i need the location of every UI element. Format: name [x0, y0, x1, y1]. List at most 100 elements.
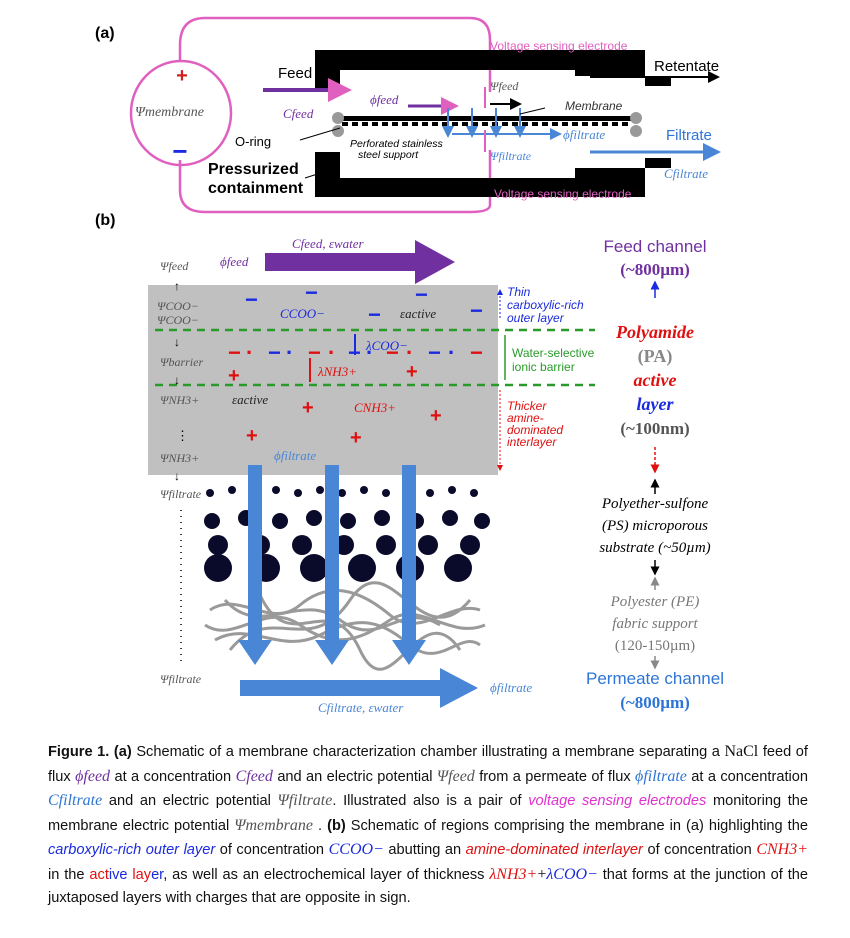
psi-filtrate-b-1: Ψfiltrate: [160, 487, 202, 501]
psi-feed-label: Ψfeed: [490, 79, 519, 93]
minus-sign: −: [172, 136, 187, 166]
psi-coo-1: ΨCOO−: [157, 299, 199, 313]
support-label-1: Perforated stainless: [350, 138, 444, 150]
pa-size: (~100nm): [620, 419, 689, 438]
oring-right-2: [630, 125, 642, 137]
vse-top-label: Voltage sensing electrode: [490, 39, 628, 53]
membrane-strip: [342, 116, 632, 121]
svg-text:+: +: [246, 425, 258, 447]
ps-label-3: substrate (~50µm): [599, 540, 710, 556]
oring-label: O-ring: [235, 134, 271, 149]
panel-b-label: (b): [95, 212, 115, 229]
caption-c-coo: CCOO−: [328, 841, 384, 858]
thin-label-3: outer layer: [507, 311, 565, 325]
oring-left-2: [332, 125, 344, 137]
caption-act: act: [89, 866, 109, 883]
psi-barrier: Ψbarrier: [160, 355, 203, 369]
arrow-up-1: ↑: [174, 279, 180, 293]
caption-ive: ive: [108, 866, 128, 883]
caption-text: at a concentration: [691, 768, 808, 785]
retentate-label: Retentate: [654, 58, 719, 75]
caption-label: Figure 1. (a): [48, 744, 132, 760]
caption-text: Schematic of regions comprising the memb…: [350, 817, 808, 834]
permeate-flux-arrow: [240, 668, 478, 708]
phi-feed-label: ϕfeed: [370, 92, 399, 107]
caption-er: er: [151, 866, 164, 883]
lambda-nh3-label: λNH3+: [317, 364, 357, 379]
caption-text: and an electric potential: [277, 768, 433, 785]
thin-label-1: Thin: [507, 285, 531, 299]
pe-fabric-support: [204, 581, 486, 671]
pe-label-2: fabric support: [612, 616, 698, 632]
caption-plus: +: [537, 865, 547, 883]
svg-text:·: ·: [286, 340, 293, 365]
pe-label-1: Polyester (PE): [610, 594, 700, 610]
caption-nacl: NaCl: [724, 743, 759, 760]
thick-label-4: interlayer: [507, 435, 557, 449]
voltmeter-wiring: [129, 16, 492, 214]
caption-psi-filtrate: Ψfiltrate: [277, 792, 333, 809]
permeate-channel-size: (~800µm): [620, 693, 690, 712]
svg-text:−: −: [470, 298, 483, 323]
layer-legend: Feed channel (~800µm) Polyamide (PA) act…: [586, 237, 724, 712]
phi-filtrate-b-label: ϕfiltrate: [274, 448, 316, 463]
svg-text:−: −: [308, 340, 321, 365]
ps-label-1: Polyether-sulfone: [601, 496, 709, 512]
feed-flux-arrow: [265, 240, 455, 284]
svg-text:·: ·: [366, 340, 373, 365]
filtrate-label: Filtrate: [666, 127, 712, 144]
membrane-label: Membrane: [565, 99, 623, 113]
caption-text: that forms at the junction of the juxtap…: [48, 866, 809, 907]
svg-text:−: −: [415, 282, 428, 307]
c-filtrate-label: Cfiltrate: [664, 166, 708, 181]
caption-carboxylic: carboxylic-rich outer layer: [48, 842, 216, 858]
caption-c-filtrate: Cfiltrate: [48, 792, 103, 809]
svg-text:+: +: [228, 365, 240, 387]
containment-pointer: [304, 169, 331, 179]
caption-text: in the: [48, 866, 85, 883]
panel-a-label: (a): [95, 25, 115, 42]
caption-lambda-nh3: λNH3+: [489, 865, 538, 883]
caption-text: .: [318, 817, 323, 834]
c-feed-eps-label: Cfeed, εwater: [292, 236, 364, 251]
caption-lay: lay: [132, 866, 152, 883]
pa-polyamide: Polyamide: [615, 322, 694, 342]
caption-text: and an electric potential: [108, 793, 271, 809]
psi-membrane-label: Ψmembrane: [135, 105, 204, 120]
thick-label-3: dominated: [507, 423, 563, 437]
caption-text: . Illustrated also is a pair of: [332, 793, 522, 809]
eps-active-bottom: εactive: [232, 392, 268, 407]
pressurized-label-1: Pressurized: [208, 161, 299, 178]
pressurized-label-2: containment: [208, 180, 304, 197]
svg-text:·: ·: [406, 340, 413, 365]
svg-text:+: +: [406, 361, 418, 383]
feed-label: Feed: [278, 65, 312, 82]
caption-vse: voltage sensing electrodes: [528, 793, 707, 809]
thin-label-2: carboxylic-rich: [507, 298, 584, 312]
thick-label-2: amine-: [507, 411, 544, 425]
caption-phi-feed: ϕfeed: [75, 767, 111, 785]
caption-amine: amine-dominated interlayer: [465, 842, 643, 858]
c-nh3-label: CNH3+: [354, 400, 396, 415]
pressurized-containment: [315, 50, 671, 197]
svg-text:−: −: [368, 302, 381, 327]
phi-filtrate-label: ϕfiltrate: [563, 127, 605, 142]
ps-label-2: (PS) microporous: [602, 518, 708, 534]
feed-channel-size: (~800µm): [620, 260, 690, 279]
feed-channel-label: Feed channel: [603, 237, 706, 256]
lambda-coo-label: λCOO−: [365, 338, 408, 353]
svg-text:−: −: [470, 340, 483, 365]
psi-coo-2: ΨCOO−: [157, 313, 199, 327]
caption-label-b: (b): [327, 817, 346, 834]
membrane-pointer: [519, 107, 546, 115]
caption-text: monitoring the membrane electric potenti…: [48, 793, 809, 834]
caption-c-feed: Cfeed: [235, 767, 273, 785]
svg-text:−: −: [428, 340, 441, 365]
psi-filtrate-b-2: Ψfiltrate: [160, 672, 202, 686]
c-coo-label: CCOO−: [280, 306, 325, 321]
oring-pointer: [299, 127, 341, 141]
c-feed-label: Cfeed: [283, 106, 314, 121]
svg-text:−: −: [305, 280, 318, 305]
svg-text:−: −: [268, 340, 281, 365]
support-label-2: steel support: [358, 149, 419, 161]
